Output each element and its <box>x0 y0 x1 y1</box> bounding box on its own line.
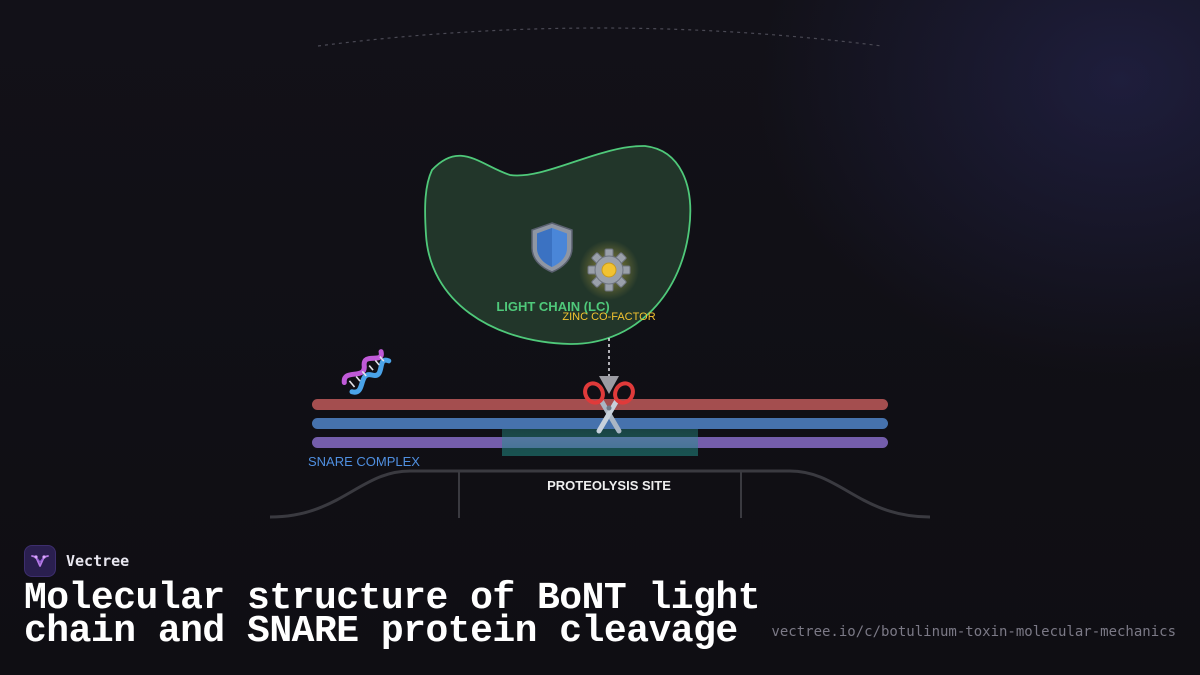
brand-name: Vectree <box>66 552 130 570</box>
vectree-logo-icon <box>24 545 56 577</box>
dna-icon <box>341 349 392 395</box>
light-chain-label: LIGHT CHAIN (LC) <box>496 299 609 314</box>
snare-strand-blue <box>312 418 888 429</box>
source-url: vectree.io/c/botulinum-toxin-molecular-m… <box>771 624 1176 640</box>
brand: Vectree <box>24 544 129 578</box>
gear-icon <box>587 248 631 292</box>
top-dashed-arc <box>317 27 883 47</box>
title-line-2: chain and SNARE protein cleavage <box>24 610 738 653</box>
scissors-icon <box>583 381 635 434</box>
membrane-curve <box>269 469 931 519</box>
snare-strand-red <box>312 399 888 410</box>
zinc-cofactor-label: ZINC CO-FACTOR <box>562 311 655 323</box>
bont-diagram: LIGHT CHAIN (LC) ZINC CO-FACTOR <box>269 27 931 519</box>
proteolysis-site-label: PROTEOLYSIS SITE <box>547 478 671 493</box>
snare-complex-label: SNARE COMPLEX <box>308 454 420 469</box>
title-line-1: Molecular structure of BoNT light <box>24 577 761 620</box>
page-title: Molecular structure of BoNT light chain … <box>24 580 764 651</box>
shield-icon <box>531 222 573 273</box>
cleavage-zone <box>502 429 698 456</box>
cleavage-pointer-arrowhead <box>599 376 619 394</box>
